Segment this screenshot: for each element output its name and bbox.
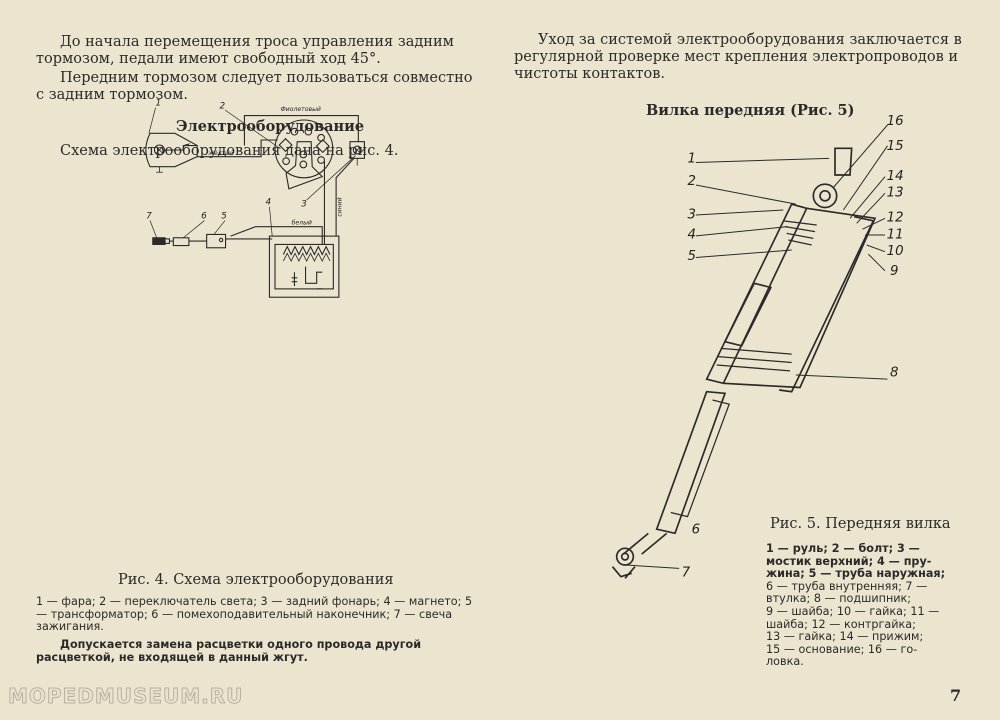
legend-line: ловка. — [766, 655, 804, 669]
fork-label-13: 13 — [887, 186, 904, 201]
legend-line: втулка; 8 — подшипник; — [766, 592, 912, 606]
legend-line: жина; 5 — труба наружная; — [766, 567, 946, 581]
fork-label-11: 11 — [887, 227, 904, 242]
figure-4-legend: 1 — фара; 2 — переключатель света; 3 — з… — [36, 595, 473, 634]
transformer-shape — [206, 233, 227, 249]
wire-blue-label: синий — [337, 197, 344, 216]
fork-label-12: 12 — [887, 211, 904, 226]
figure-4-caption: Рис. 4. Схема электрооборудования — [118, 572, 394, 588]
label-7: 7 — [146, 211, 152, 221]
fork-label-3: 3 — [688, 207, 696, 222]
left-paragraph-1: До начала перемещения троса управления з… — [36, 34, 454, 67]
watermark: MOPEDMUSEUM.RU — [7, 684, 244, 709]
fork-label-14: 14 — [887, 169, 904, 184]
label-3: 3 — [301, 200, 307, 210]
legend-line: 15 — основание; 16 — го- — [766, 642, 918, 656]
wire-violet-label: Фиолетовый — [281, 106, 321, 113]
section-heading: Электрооборудование — [176, 118, 365, 135]
wiring-note: Допускается замена расцветки одного пров… — [36, 638, 422, 664]
page-number: 7 — [950, 686, 962, 705]
inner-tube-shape — [655, 390, 727, 535]
label-2: 2 — [219, 101, 225, 111]
legend-line: шайба; 12 — контргайка; — [766, 617, 916, 631]
fork-label-6: 6 — [692, 522, 700, 537]
fork-label-2: 2 — [688, 174, 696, 189]
label-1: 1 — [156, 99, 162, 109]
fork-label-4: 4 — [688, 227, 696, 242]
legend-line: 6 — труба внутренняя; 7 — — [766, 579, 928, 593]
figure-5-caption: Рис. 5. Передняя вилка — [770, 516, 951, 532]
legend-line: 1 — руль; 2 — болт; 3 — — [766, 542, 920, 555]
fork-label-9: 9 — [890, 264, 898, 279]
fork-heading: Вилка передняя (Рис. 5) — [646, 102, 855, 119]
left-paragraph-2: Передним тормозом следует пользоваться с… — [36, 70, 473, 103]
fork-label-7: 7 — [682, 566, 691, 581]
legend-line: мостик верхний; 4 — пру- — [766, 554, 932, 568]
legend-line: 13 — гайка; 14 — прижим; — [766, 630, 924, 644]
wire-white-label: белый — [292, 218, 312, 226]
fork-label-5: 5 — [688, 249, 696, 264]
fork-label-8: 8 — [890, 366, 898, 381]
label-6: 6 — [201, 211, 207, 221]
label-4: 4 — [266, 197, 272, 207]
right-paragraph-1: Уход за системой электрооборудования зак… — [514, 32, 962, 82]
fork-label-1: 1 — [688, 152, 696, 167]
intro-text: Схема электрооборудования дана на рис. 4… — [60, 143, 399, 159]
fork-label-10: 10 — [887, 244, 904, 259]
legend-line: 9 — шайба; 10 — гайка; 11 — — [766, 604, 940, 618]
suppressor-shape — [172, 237, 190, 247]
fork-label-16: 16 — [887, 114, 904, 129]
front-fork-diagram: 1 2 3 4 5 6 7 8 9 10 11 12 13 14 15 16 — [611, 114, 904, 581]
magneto-shape — [268, 235, 340, 298]
wire-yellow-label: жёлтый — [207, 149, 234, 157]
fork-label-15: 15 — [887, 139, 904, 154]
figure-5-legend: 1 — руль; 2 — болт; 3 — мостик верхний; … — [766, 542, 966, 669]
headlight-shape — [145, 132, 198, 168]
light-switch-shape — [274, 119, 334, 179]
wiring-diagram: Фиолетовый жёлтый белый синий 1 2 3 4 5 … — [145, 99, 365, 298]
label-5: 5 — [221, 211, 227, 221]
